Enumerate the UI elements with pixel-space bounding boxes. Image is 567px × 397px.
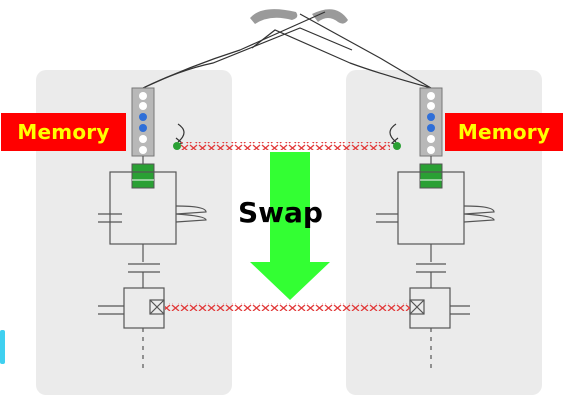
swap-arrow [250, 152, 330, 300]
entanglement-link-ion [165, 303, 410, 311]
left-circuit [98, 156, 207, 372]
trap-dish-left [250, 9, 298, 24]
right-circuit [376, 156, 495, 372]
fiber-links [142, 11, 432, 89]
left-node-panel [36, 70, 232, 395]
left-memory-chain [131, 87, 185, 189]
memory-label-right: Memory [445, 113, 563, 151]
right-node-panel [346, 70, 542, 395]
entanglement-link-memory [180, 142, 390, 150]
edge-fragment [0, 330, 5, 364]
trap-dish-right [312, 9, 348, 24]
right-memory-chain [389, 87, 443, 189]
memory-label-left: Memory [1, 113, 126, 151]
swap-label: Swap [238, 196, 323, 229]
